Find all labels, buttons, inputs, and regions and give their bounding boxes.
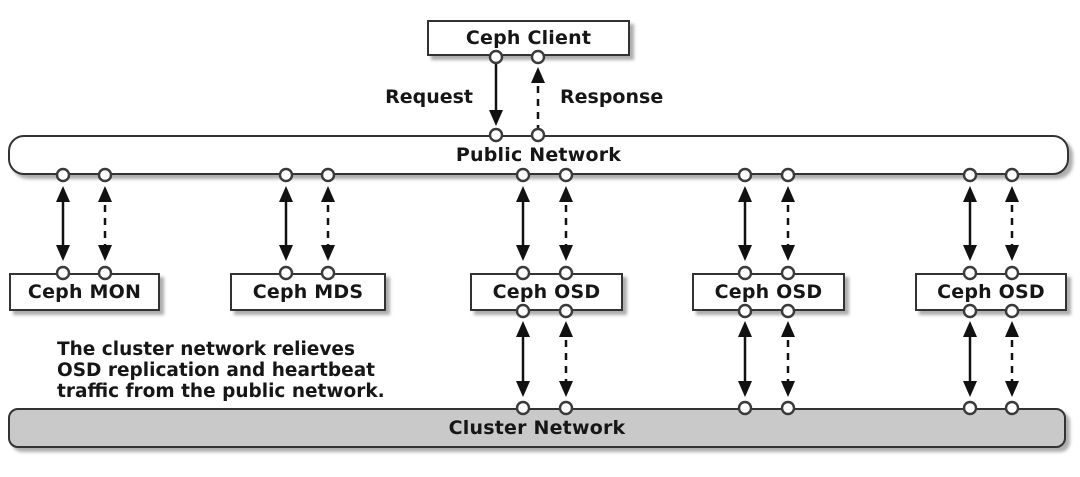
ceph-mon-box: Ceph MON: [9, 273, 160, 311]
annotation-line-1: The cluster network relieves: [57, 339, 355, 360]
request-label: Request: [385, 86, 473, 108]
public-network-bar: Public Network: [8, 135, 1069, 175]
osd-2-cluster-dashed-arrow: [781, 321, 795, 397]
ceph-osd-label-1: Ceph OSD: [492, 281, 601, 303]
request-arrow: [489, 64, 503, 126]
ceph-mon-label: Ceph MON: [27, 281, 142, 303]
ceph-client-box: Ceph Client: [427, 20, 630, 56]
ceph-osd-box-1: Ceph OSD: [470, 273, 623, 311]
public-osd-3-solid-arrow: [963, 186, 977, 261]
public-network-label: Public Network: [455, 144, 622, 166]
cluster-network-annotation: The cluster network relieves OSD replica…: [57, 339, 385, 402]
osd-3-cluster-dashed-arrow: [1005, 321, 1019, 397]
public-mon-solid-arrow: [56, 186, 70, 261]
ceph-client-label: Ceph Client: [465, 27, 592, 49]
osd-3-cluster-solid-arrow: [963, 321, 977, 397]
osd-2-cluster-solid-arrow: [738, 321, 752, 397]
cluster-network-bar: Cluster Network: [8, 408, 1066, 448]
public-mds-solid-arrow: [279, 186, 293, 261]
public-osd-1-dashed-arrow: [559, 186, 573, 261]
ceph-osd-box-2: Ceph OSD: [692, 273, 845, 311]
ceph-mds-label: Ceph MDS: [252, 281, 364, 303]
response-arrow: [531, 67, 545, 129]
ceph-osd-label-3: Ceph OSD: [937, 281, 1045, 303]
public-mon-dashed-arrow: [98, 186, 112, 261]
public-osd-1-solid-arrow: [516, 186, 530, 261]
public-mds-dashed-arrow: [321, 186, 335, 261]
public-osd-2-solid-arrow: [738, 186, 752, 261]
public-osd-2-dashed-arrow: [781, 186, 795, 261]
ceph-osd-label-2: Ceph OSD: [714, 281, 823, 303]
annotation-line-2: OSD replication and heartbeat: [57, 360, 376, 381]
cluster-network-label: Cluster Network: [448, 417, 626, 439]
ceph-mds-box: Ceph MDS: [230, 273, 386, 311]
osd-1-cluster-solid-arrow: [516, 321, 530, 397]
public-osd-3-dashed-arrow: [1005, 186, 1019, 261]
response-label: Response: [560, 86, 664, 108]
osd-1-cluster-dashed-arrow: [559, 321, 573, 397]
annotation-line-3: traffic from the public network.: [57, 381, 385, 402]
ceph-osd-box-3: Ceph OSD: [915, 273, 1067, 311]
